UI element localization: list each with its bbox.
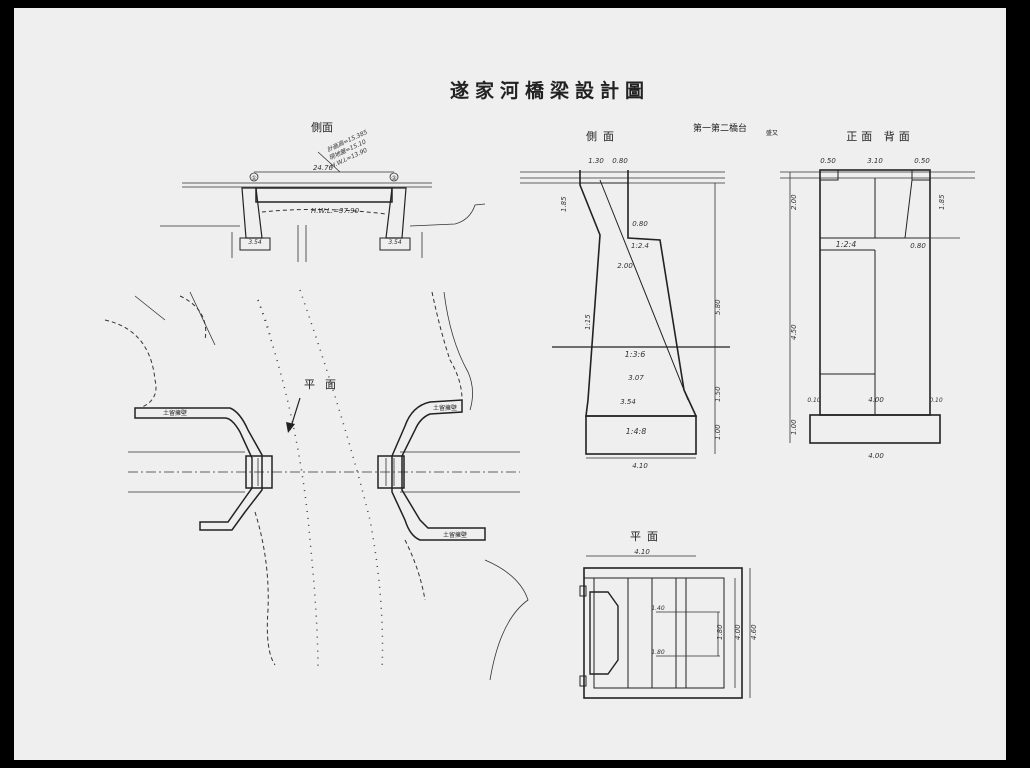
front-h-main: 4.50 <box>790 324 798 340</box>
abutment-note: 盛又 <box>766 129 778 137</box>
hwl-label: H.W.L.=37.90 <box>311 207 360 215</box>
side-ratio-1: 1:2.4 <box>631 242 649 250</box>
plan-top: 4.10 <box>634 548 650 556</box>
drawing-title: 遂家河橋梁設計圖 <box>450 79 650 102</box>
abutment-plan-label: 平面 <box>630 530 664 543</box>
front-ratio: 1:2:4 <box>836 240 857 249</box>
bridge-side-label: 側面 <box>311 121 333 134</box>
bridge-side-elevation: 側面 計画高=15.385 現地盤=15.10 H.W.L=13.90 24.7… <box>160 121 486 262</box>
abutment-side-label: 側面 <box>586 130 620 143</box>
abutment-front-view: 正面 背面 0.50 3.10 0.50 2.00 1.85 1:2:4 0.8… <box>780 129 975 460</box>
front-top-r: 0.50 <box>914 157 930 165</box>
side-h-base: 1.00 <box>714 424 722 440</box>
plan-b: 4.00 <box>734 624 742 640</box>
plan-a: 1.80 <box>716 624 724 640</box>
side-h-main: 5.80 <box>714 299 722 315</box>
side-base-w: 4.10 <box>632 462 648 470</box>
site-plan-label: 平面 <box>304 378 346 391</box>
front-bottom: 4.00 <box>868 396 884 404</box>
side-h-foot: 1.50 <box>714 386 722 402</box>
side-h1: 1.85 <box>560 196 568 212</box>
side-d1: 0.80 <box>632 220 648 228</box>
span-dim: 24.76 <box>313 164 334 172</box>
pier-mark-2: ② <box>391 175 397 182</box>
plan-c: 4.60 <box>750 624 758 640</box>
front-base: 4.00 <box>868 452 884 460</box>
side-d2: 2.00 <box>617 262 633 270</box>
side-top-b: 0.80 <box>612 157 628 165</box>
front-h-base: 1.00 <box>790 419 798 435</box>
plan-e: 1.80 <box>651 649 665 656</box>
paper <box>14 8 1006 760</box>
side-slope: 1:15 <box>584 314 592 330</box>
front-side-b: 0.10 <box>929 397 943 404</box>
front-h1: 2.00 <box>790 194 798 210</box>
abutment-side-view: 側面 第一第二橋台 盛又 1.30 0.80 1.85 0.80 1:2.4 2… <box>520 122 778 470</box>
guard-right-bottom: 土留擁壁 <box>443 531 467 539</box>
side-ratio-3: 1:4:8 <box>626 427 647 436</box>
abutment-heading: 第一第二橋台 <box>693 122 747 134</box>
front-h2: 1.85 <box>938 194 946 210</box>
site-plan: 平面 土留擁壁 土留擁壁 土留擁壁 <box>104 289 529 681</box>
left-ht: 3.54 <box>248 239 262 246</box>
pier-mark-1: ① <box>251 175 256 182</box>
plan-d: 1.40 <box>651 605 665 612</box>
abutment-front-label: 正面 背面 <box>846 129 914 143</box>
front-d1: 0.80 <box>910 242 926 250</box>
right-ht: 3.54 <box>388 239 402 246</box>
side-w1: 3.07 <box>628 374 644 382</box>
front-top-mid: 3.10 <box>867 157 883 165</box>
side-w2: 3.54 <box>620 398 636 406</box>
guard-left: 土留擁壁 <box>163 409 187 417</box>
abutment-plan: 平面 4.10 1.40 1.80 1.80 4.00 4.60 <box>579 530 758 699</box>
side-ratio-2: 1:3:6 <box>625 350 646 359</box>
side-top-a: 1.30 <box>588 157 604 165</box>
guard-right-top: 土留擁壁 <box>433 404 457 412</box>
front-side-a: 0.10 <box>807 397 821 404</box>
front-top-l: 0.50 <box>820 157 836 165</box>
